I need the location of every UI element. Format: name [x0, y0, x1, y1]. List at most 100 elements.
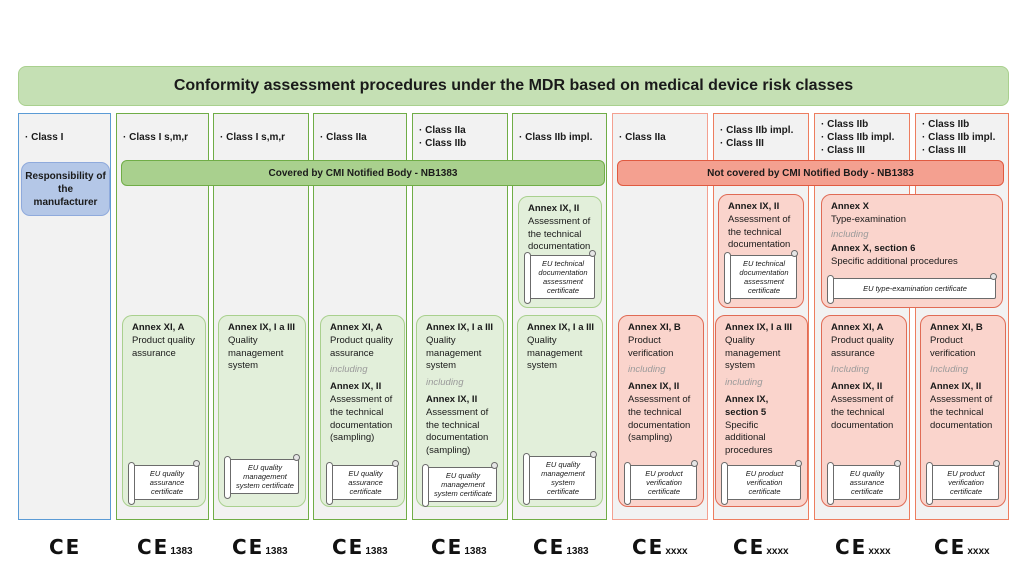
notified-body-number: 1383 [365, 546, 388, 557]
certificate-scroll: EU quality assurance certificate [827, 460, 901, 505]
not-covered-band: Not covered by CMI Notified Body - NB138… [617, 160, 1004, 186]
procedure-description: Product quality assurance [330, 334, 393, 359]
notified-body-number: xxxx [766, 546, 789, 557]
ce-mark-icon: CE [49, 535, 82, 559]
procedure-box: Annex XI, B Product verification Includi… [920, 315, 1006, 507]
certificate-scroll: EU technical documentation assessment ce… [724, 250, 798, 304]
certificate-label: EU quality management system certificate [434, 471, 492, 498]
annex-label: Annex IX, II [330, 381, 382, 393]
certificate-label: EU quality assurance certificate [849, 469, 885, 496]
notified-body-number: 1383 [170, 546, 193, 557]
certificate-scroll: EU product verification certificate [721, 460, 802, 505]
ce-mark-icon: CE [733, 535, 766, 559]
class-label: Class IIb impl. [821, 131, 905, 144]
including-label: Including [930, 364, 969, 376]
scroll-curl-icon [293, 454, 300, 461]
scroll-curl-icon [392, 460, 399, 467]
class-list: Class IIb impl. [519, 114, 602, 160]
annex-label: Annex IX, I a III [725, 322, 793, 333]
scroll-curl-icon [894, 460, 901, 467]
class-list: Class I s,m,r [220, 114, 304, 160]
scroll-curl-icon [422, 464, 429, 507]
notified-body-number: 1383 [265, 546, 288, 557]
procedure-box: Annex IX, I a III Quality management sys… [517, 315, 603, 507]
procedure-box: Annex IX, II Assessment of the technical… [518, 196, 602, 308]
certificate-scroll: EU quality assurance certificate [128, 460, 200, 505]
procedure-description: Assessment of the technical documentatio… [831, 393, 894, 431]
procedure-description: Product quality assurance [132, 334, 195, 359]
scroll-curl-icon [524, 252, 531, 304]
annex-label: Annex IX, II [528, 203, 580, 214]
manufacturer-responsibility-box: Responsibility of the manufacturer [21, 162, 110, 216]
certificate-label: EU product verification certificate [947, 469, 985, 496]
class-label: Class IIb impl. [922, 131, 1004, 144]
notified-body-number: xxxx [868, 546, 891, 557]
class-list: Class IIa [320, 114, 402, 160]
ce-mark-icon: CE [934, 535, 967, 559]
notified-body-number: 1383 [566, 546, 589, 557]
annex-label: Annex XI, A [330, 322, 383, 333]
class-label: Class IIb [922, 118, 1004, 131]
including-label: including [628, 364, 666, 376]
scroll-curl-icon [795, 460, 802, 467]
procedure-box: Annex X Type-examination including Annex… [821, 194, 1003, 308]
certificate-label: EU technical documentation assessment ce… [739, 259, 789, 295]
procedure-description: Assessment of the technical documentatio… [330, 393, 393, 444]
class-label: Class III [922, 144, 1004, 157]
annex-label: Annex XI, A [132, 322, 185, 333]
certificate-label: EU quality assurance certificate [348, 469, 383, 496]
annex-label: Annex IX, section 5 [725, 393, 769, 418]
ce-mark-icon: CE [632, 535, 665, 559]
ce-mark: CE [49, 534, 82, 558]
ce-mark-icon: CE [332, 535, 365, 559]
scroll-curl-icon [724, 252, 731, 304]
ce-mark-icon: CE [835, 535, 868, 559]
certificate-label: EU quality assurance certificate [149, 469, 185, 496]
class-label: Class I s,m,r [220, 131, 304, 144]
scroll-curl-icon [926, 462, 933, 505]
class-label: Class IIb [821, 118, 905, 131]
certificate-scroll: EU type-examination certificate [827, 273, 997, 304]
scroll-curl-icon [326, 462, 333, 505]
ce-mark-icon: CE [137, 535, 170, 559]
class-label: Class III [821, 144, 905, 157]
annex-label: Annex XI, B [628, 322, 681, 333]
certificate-label: EU product verification certificate [745, 469, 784, 496]
certificate-label: EU product verification certificate [645, 469, 683, 496]
procedure-box: Annex IX, I a III Quality management sys… [218, 315, 306, 507]
certificate-scroll: EU quality management system certificate [422, 462, 498, 507]
notified-body-number: xxxx [665, 546, 688, 557]
scroll-curl-icon [990, 273, 997, 280]
class-list: Class IIb Class IIb impl. Class III [821, 114, 905, 160]
procedure-description: Quality management system [426, 334, 482, 372]
procedure-box: Annex XI, A Product quality assurance In… [821, 315, 907, 507]
procedure-description: Assessment of the technical documentatio… [728, 213, 791, 251]
procedure-box: Annex XI, A Product quality assurance EU… [122, 315, 206, 507]
procedure-box: Annex XI, A Product quality assurance in… [320, 315, 405, 507]
scroll-curl-icon [491, 462, 498, 469]
including-label: including [831, 228, 869, 240]
diagram-title: Conformity assessment procedures under t… [18, 66, 1009, 106]
class-label: Class IIa [619, 131, 703, 144]
annex-label: Annex XI, A [831, 322, 884, 333]
scroll-curl-icon [193, 460, 200, 467]
ce-mark-icon: CE [431, 535, 464, 559]
covered-band: Covered by CMI Notified Body - NB1383 [121, 160, 605, 186]
procedure-description: Assessment of the technical documentatio… [930, 393, 993, 431]
scroll-curl-icon [590, 451, 597, 458]
procedure-description: Product verification [628, 334, 674, 359]
class-list: Class IIa Class IIb [419, 114, 503, 160]
certificate-scroll: EU quality management system certificate [224, 454, 300, 499]
notified-body-number: 1383 [464, 546, 487, 557]
procedure-description: Quality management system [725, 334, 781, 372]
scroll-curl-icon [827, 462, 834, 505]
procedure-description: Quality management system [527, 334, 583, 372]
procedure-description: Product quality assurance [831, 334, 894, 359]
scroll-curl-icon [128, 462, 135, 505]
annex-label: Annex IX, II [728, 201, 780, 212]
annex-label: Annex IX, I a III [527, 322, 595, 333]
